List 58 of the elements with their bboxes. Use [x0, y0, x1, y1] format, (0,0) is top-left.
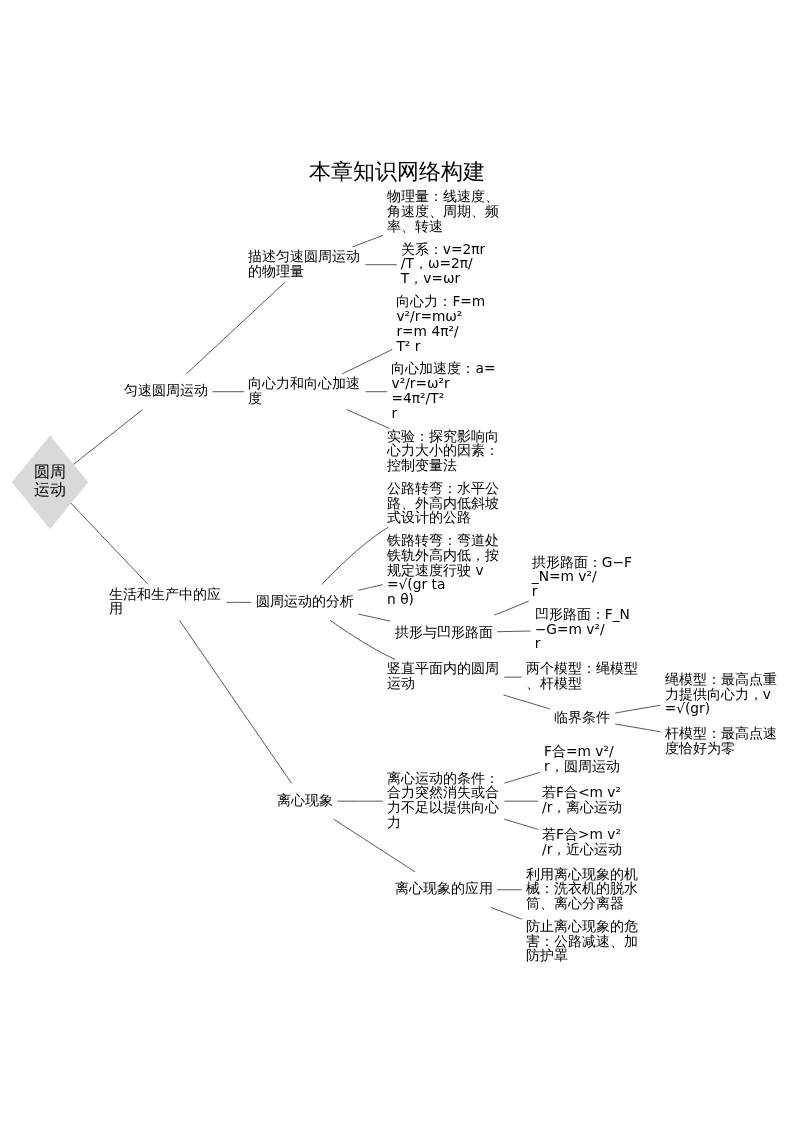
node-text: 实验：探究影响向心力大小的因素：控制变量法 — [387, 427, 500, 474]
connector — [321, 526, 389, 586]
node-text: 拱形与凹形路面 — [394, 623, 493, 640]
connector — [352, 234, 384, 248]
connector — [365, 391, 388, 393]
connector — [614, 704, 661, 714]
connector — [333, 818, 416, 873]
connector — [614, 723, 661, 733]
node-text: 临界条件 — [554, 709, 611, 726]
connector — [503, 800, 539, 802]
node-text: 描述匀速圆周运动的物理量 — [248, 247, 361, 279]
connector — [365, 264, 398, 266]
node-text: 离心运动的条件：合力突然消失或合力不足以提供向心力 — [387, 769, 500, 830]
connector — [503, 676, 523, 678]
connector — [70, 502, 149, 585]
node-diamond: 圆周运动 — [11, 435, 89, 529]
node-text: F合=m v²/r，圆周运动 — [544, 743, 620, 774]
node-text: 匀速圆周运动 — [124, 382, 209, 399]
connector — [226, 601, 252, 603]
node-text: 圆周运动的分析 — [255, 592, 354, 609]
node-text: 向心加速度：a=v²/r=ω²r=4π²/T² r — [391, 360, 496, 421]
node-text: 向心力：F=m v²/r=mω²r=m 4π²/T² r — [396, 293, 486, 354]
connector — [496, 889, 523, 891]
node-text: 防止离心现象的危害：公路减速、加防护罩 — [525, 917, 638, 964]
node-text: 离心现象 — [276, 791, 333, 808]
connector — [357, 584, 384, 591]
connector — [185, 282, 286, 375]
node-text: 利用离心现象的机械：洗衣机的脱水筒、离心分离器 — [525, 865, 638, 912]
connector — [337, 800, 384, 802]
node-text: 凹形路面：F_N−G=m v²/r — [534, 605, 630, 652]
node-text: 铁路转弯：弯道处铁轨外高内低，按规定速度行驶 v=√(gr tan θ) — [387, 531, 500, 608]
diagram-title: 本章知识网络构建 — [309, 159, 485, 185]
connector — [503, 818, 539, 830]
connector — [341, 348, 393, 375]
node-text: 竖直平面内的圆周运动 — [387, 660, 500, 692]
node-text: 若F合>m v²/r，近心运动 — [542, 825, 623, 857]
connector — [502, 694, 551, 710]
connector — [212, 391, 245, 393]
node-text: 关系：v=2πr/T，ω=2π/T，v=ωr — [400, 240, 486, 287]
node-text: 绳模型：最高点重力提供向心力，v=√(gr) — [664, 670, 777, 717]
connector — [357, 613, 391, 622]
node-text: 离心现象的应用 — [394, 880, 493, 897]
connector — [329, 619, 396, 660]
connector — [490, 907, 523, 920]
connector — [503, 771, 541, 784]
connector — [346, 409, 391, 429]
connector — [493, 600, 530, 616]
node-text: 杆模型：最高点速度恰好为零 — [664, 725, 777, 757]
node-text: 向心力和向心加速度 — [248, 374, 361, 406]
node-text: 生活和生产中的应用 — [109, 585, 222, 617]
node-text: 公路转弯：水平公路、外高内低斜坡式设计的公路 — [387, 479, 500, 526]
node-text: 物理量：线速度、角速度、周期、频率、转速 — [387, 188, 500, 234]
connector — [496, 630, 532, 633]
node-text: 拱形路面：G−F_N=m v²/r — [531, 553, 632, 600]
node-text: 若F合<m v²/r，离心运动 — [542, 784, 623, 816]
node-text: 两个模型：绳模型、杆模型 — [525, 660, 638, 692]
connector — [178, 619, 293, 784]
connector — [73, 409, 144, 465]
